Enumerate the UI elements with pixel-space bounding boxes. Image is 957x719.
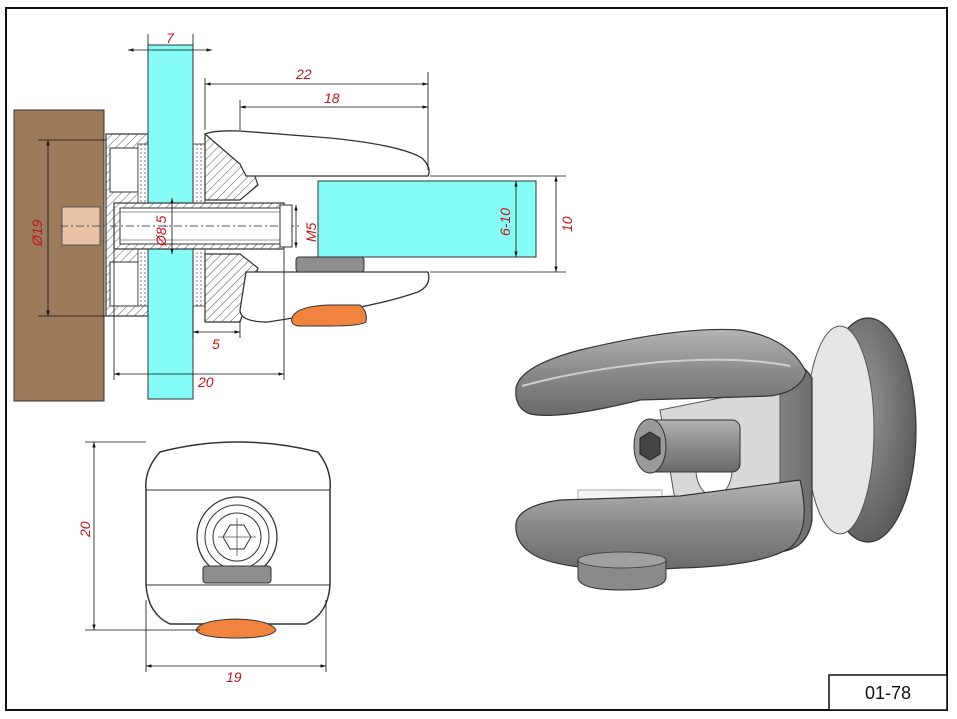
section-view: 7 22 18 Ø19 Ø8,5 M5 6-10 10 5 <box>13 30 575 402</box>
isometric-view <box>515 317 917 591</box>
dim-front-width: 19 <box>226 669 242 685</box>
gasket-orange-side <box>291 304 367 327</box>
front-gasket-grey <box>202 565 272 584</box>
gasket-grey <box>295 256 365 273</box>
dim-glass-thickness: 7 <box>166 30 175 46</box>
3d-base-stub <box>577 559 667 591</box>
dim-glass-range: 6-10 <box>497 208 513 236</box>
sheet-border <box>5 7 948 711</box>
dim-screw-thread: M5 <box>303 222 319 242</box>
dim-bolt-length: 20 <box>197 374 214 390</box>
title-box <box>828 674 948 711</box>
dim-rosette-diameter: Ø19 <box>29 219 45 247</box>
clamp-lower-arm <box>239 271 430 323</box>
wall <box>13 109 105 402</box>
clamp-upper-arm <box>203 130 430 177</box>
dim-clamp-depth: 18 <box>324 90 340 106</box>
dim-overall-length: 22 <box>295 66 312 82</box>
glass-shelf <box>317 180 537 258</box>
dim-jaw-opening: 10 <box>559 216 575 232</box>
3d-hex-socket <box>639 431 661 461</box>
dim-base-offset: 5 <box>212 336 220 352</box>
front-view: 20 19 <box>77 441 331 685</box>
dim-bolt-diameter: Ø8,5 <box>153 215 169 247</box>
3d-lower-arm <box>515 479 805 571</box>
drawing-code: 01-78 <box>865 683 911 703</box>
3d-upper-arm <box>515 328 807 416</box>
front-gasket-orange <box>195 618 277 639</box>
dim-front-height: 20 <box>77 521 93 538</box>
